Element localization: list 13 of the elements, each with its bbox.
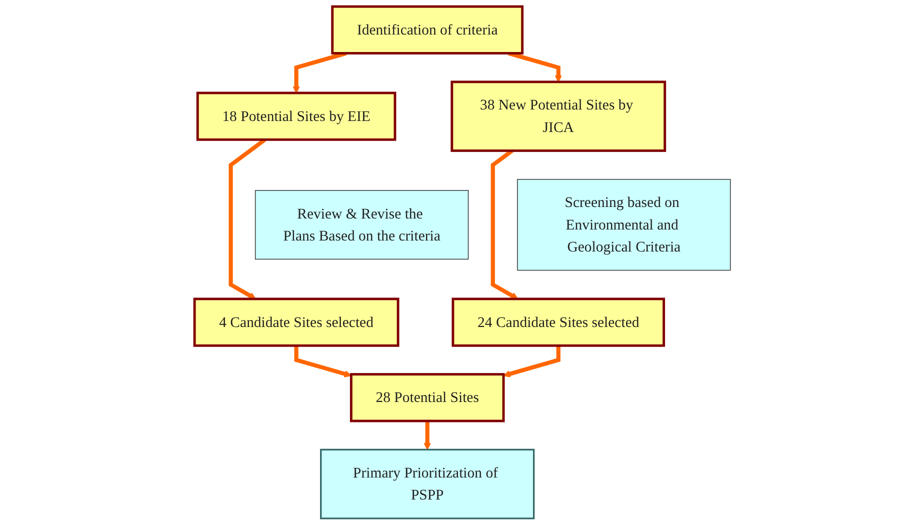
flowchart-diagram: Identification of criteria 18 Potential Sites by EIE 38 New Potential Sites by JICA Review & Revise the Plans Based on the criteria Screening based on Environmental and Geological Criteria 4 Candidate Sites selected 24 Candidate Sites selected 28 Potential Sites Primary Prioritization of PSPP xyxy=(188,0,736,525)
node-box xyxy=(196,92,396,141)
arrow xyxy=(294,346,352,378)
node-box xyxy=(330,5,524,54)
node-box xyxy=(450,80,666,152)
node-box xyxy=(349,373,504,422)
arrow xyxy=(423,420,430,450)
node-box xyxy=(516,178,730,271)
node-box xyxy=(254,190,468,260)
node-box xyxy=(451,298,665,347)
node-box xyxy=(192,298,399,347)
node-box xyxy=(320,448,534,520)
arrow xyxy=(502,346,560,378)
